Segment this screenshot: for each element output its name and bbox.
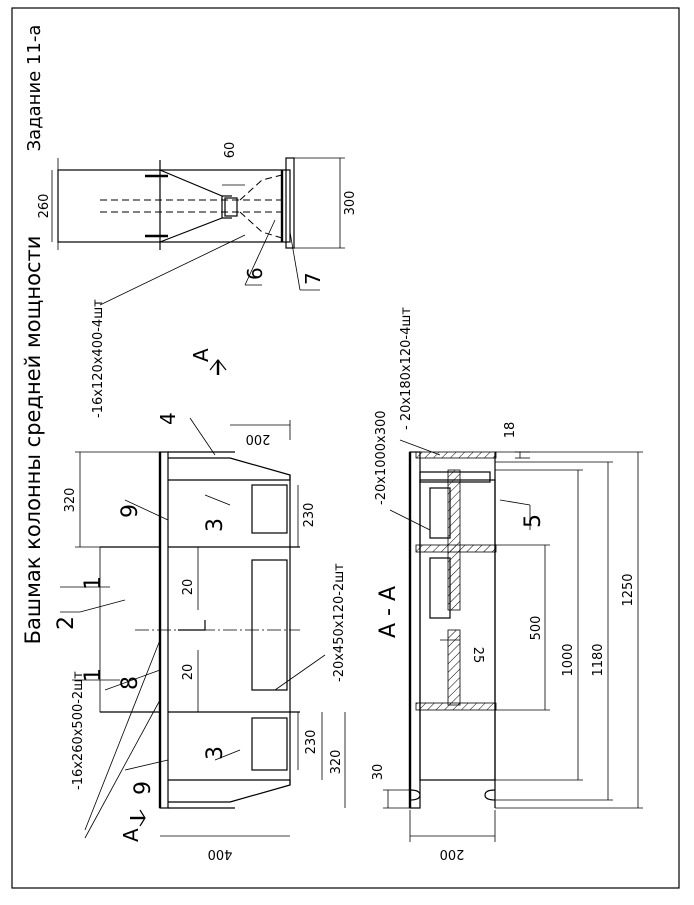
dim-320a: 320: [63, 488, 78, 513]
spec-labels: -16x260x500-2шт -20x450x120-2шт -16x120x…: [71, 299, 414, 790]
item-7: 7: [301, 272, 325, 285]
spec-16x260: -16x260x500-2шт: [71, 671, 86, 790]
spec-16x120: -16x120x400-4шт: [91, 299, 106, 418]
item-1b: 1: [81, 668, 106, 682]
main-elevation: [75, 359, 346, 837]
dim-260: 260: [37, 194, 52, 219]
item-8: 8: [118, 676, 143, 690]
section-label: А - А: [376, 586, 401, 638]
dim-18: 18: [503, 422, 518, 439]
spec-20x1000: -20x1000x300: [374, 410, 389, 505]
spec-20x450: -20x450x120-2шт: [332, 563, 347, 682]
dim-60: 60: [223, 142, 238, 159]
dim-230b: 230: [304, 730, 319, 755]
dim-500: 500: [529, 616, 544, 641]
dim-20a: 20: [181, 579, 196, 596]
dim-230a: 230: [302, 503, 317, 528]
dim-400: 400: [208, 846, 233, 861]
dim-30: 30: [371, 764, 386, 781]
dim-320b: 320: [329, 750, 344, 775]
dim-25: 25: [470, 647, 485, 664]
task-label: Задание 11-а: [24, 25, 45, 152]
item-6: 6: [243, 267, 267, 280]
dim-1250: 1250: [621, 573, 636, 606]
item-labels: 1 2 1 8 9 9 3 3 4 6 7 5 А А А - А: [54, 267, 546, 842]
section-a-a: [383, 439, 643, 842]
item-4: 4: [156, 412, 180, 425]
item-3a: 3: [203, 518, 228, 532]
dim-1000: 1000: [561, 643, 576, 676]
dimension-labels: 400 320 230 20 20 230 320 200 260 60 300…: [37, 142, 636, 861]
item-9b: 9: [131, 781, 156, 795]
dim-200b: 200: [440, 846, 465, 861]
item-9a: 9: [118, 504, 143, 518]
spec-20x180: - 20x180x120-4шт: [399, 307, 414, 430]
leaders-main: [60, 417, 326, 839]
dim-200a: 200: [246, 431, 271, 446]
side-view: [51, 157, 345, 306]
item-2: 2: [54, 616, 79, 630]
drawing-title: Башмак колонны средней мощности: [21, 236, 45, 645]
dim-300: 300: [343, 191, 358, 216]
item-5: 5: [521, 514, 546, 528]
item-3b: 3: [203, 746, 228, 760]
sheet-frame: [11, 7, 680, 889]
section-mark-bottom: А: [119, 828, 143, 842]
dim-1180: 1180: [591, 643, 606, 676]
item-1a: 1: [81, 576, 106, 590]
dim-20b: 20: [181, 664, 196, 681]
section-mark-top: А: [189, 348, 213, 362]
